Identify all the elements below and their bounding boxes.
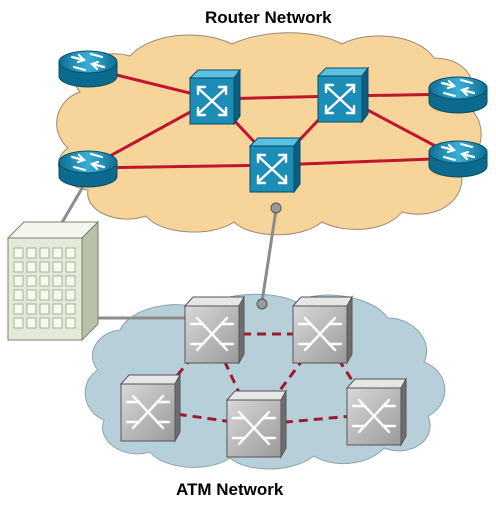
atm-switch-icon[interactable] [225, 389, 288, 459]
link-endpoint [270, 202, 282, 214]
layer3-switch-icon[interactable] [188, 68, 242, 126]
building-window [39, 289, 50, 301]
atm-switch-icon[interactable] [183, 295, 246, 365]
building-window [13, 303, 24, 315]
building-window [65, 317, 76, 329]
building-window [52, 303, 63, 315]
router-icon[interactable] [57, 149, 119, 189]
atm-network-title: ATM Network [176, 480, 284, 499]
building-window [26, 275, 37, 287]
router-network-cloud [56, 32, 482, 236]
building-window [65, 303, 76, 315]
building-window [26, 247, 37, 259]
building-window [65, 289, 76, 301]
building-window [39, 247, 50, 259]
layer3-switch-icon[interactable] [248, 136, 302, 194]
building-window [52, 317, 63, 329]
building-window [52, 275, 63, 287]
building-window [39, 261, 50, 273]
layer3-switch-icon[interactable] [316, 66, 370, 124]
atm-switch-icon[interactable] [119, 373, 182, 443]
building-window [52, 289, 63, 301]
building-window [13, 289, 24, 301]
building-window [13, 275, 24, 287]
building-window [26, 289, 37, 301]
link-endpoint [256, 298, 268, 310]
building-window [52, 261, 63, 273]
building-window [39, 275, 50, 287]
building-window [13, 317, 24, 329]
building-window [26, 303, 37, 315]
atm-switch-icon[interactable] [345, 377, 408, 447]
building-window [39, 317, 50, 329]
building-window [26, 317, 37, 329]
router-icon[interactable] [427, 75, 489, 115]
building-window [65, 247, 76, 259]
building-window [13, 261, 24, 273]
building-window [65, 275, 76, 287]
building-window [26, 261, 37, 273]
building-window [13, 247, 24, 259]
router-icon[interactable] [427, 139, 489, 179]
atm-switch-icon[interactable] [291, 295, 354, 365]
building-window [39, 303, 50, 315]
building-window [65, 261, 76, 273]
building-icon [6, 220, 100, 342]
router-icon[interactable] [57, 49, 119, 89]
router-network-title: Router Network [205, 8, 332, 27]
building-window [52, 247, 63, 259]
